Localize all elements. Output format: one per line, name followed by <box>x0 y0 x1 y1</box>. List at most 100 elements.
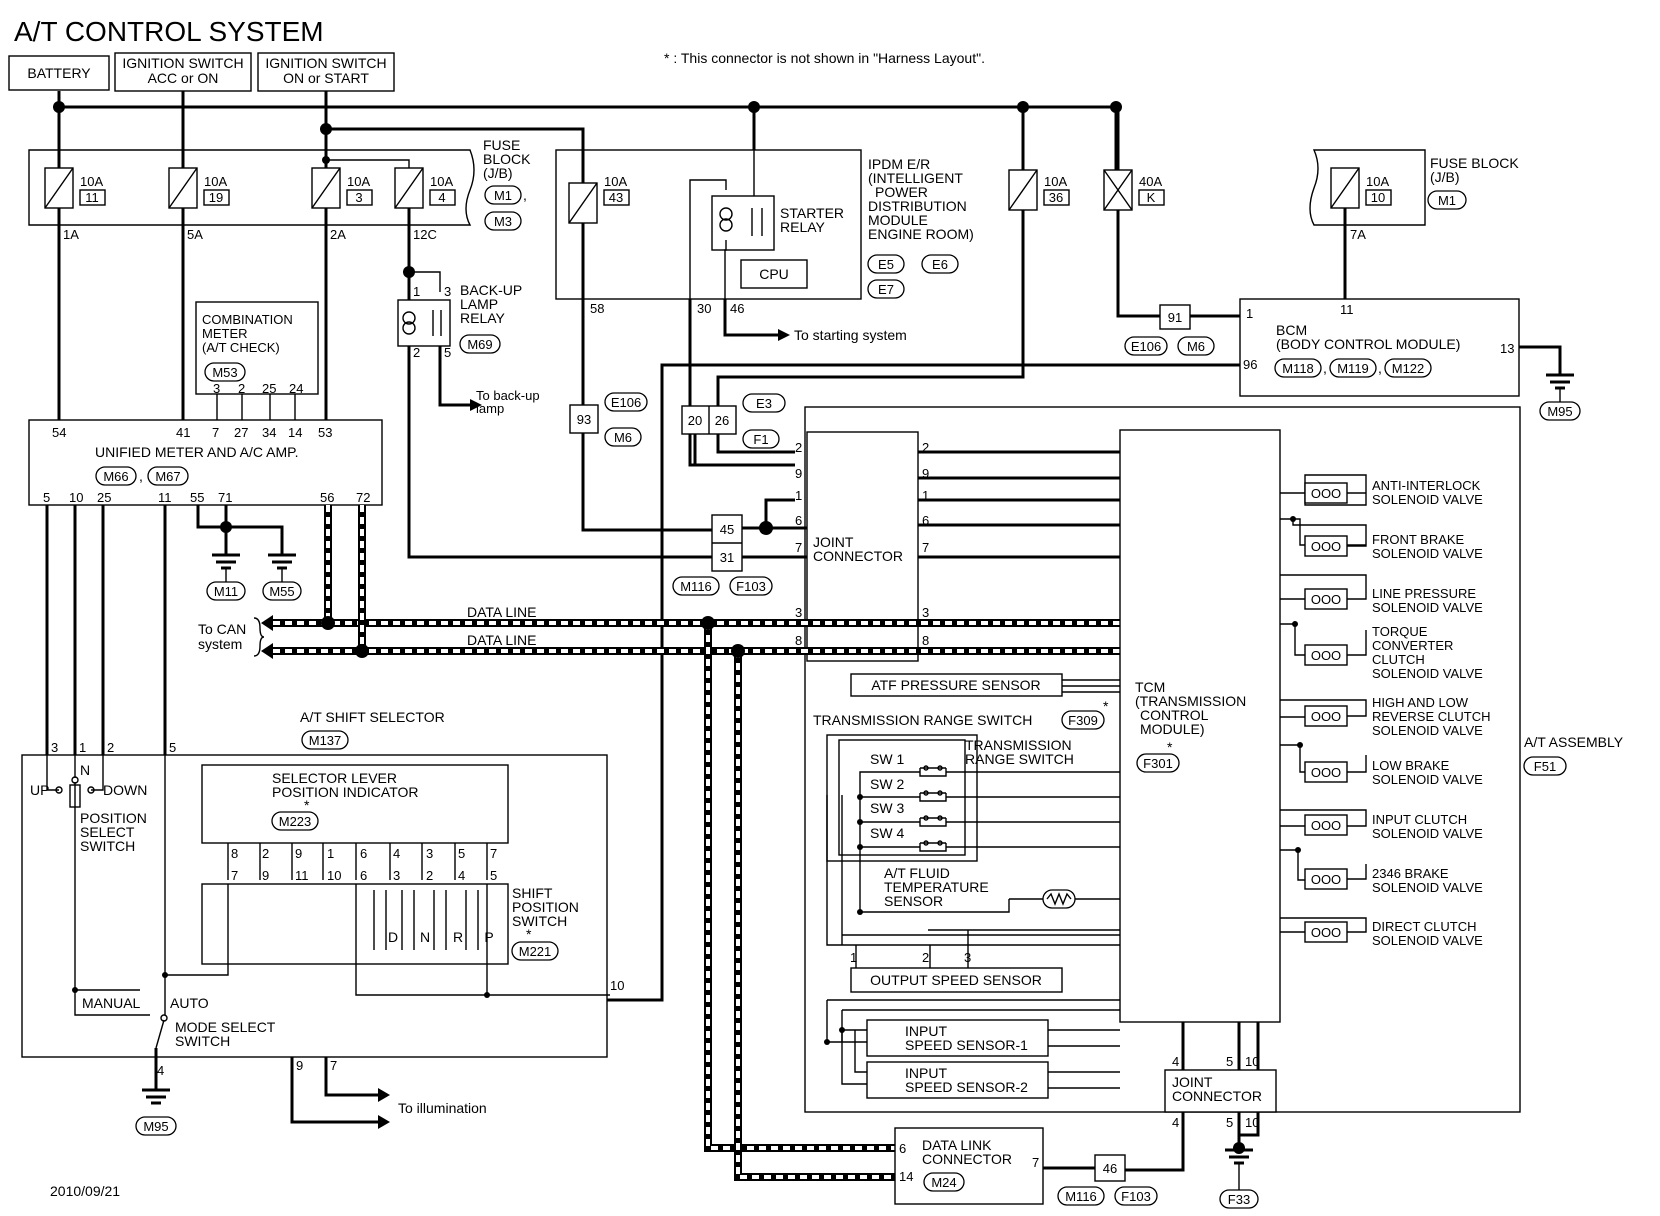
svg-text:10: 10 <box>1371 190 1385 205</box>
fuse-40a-k: 40A K <box>1103 169 1165 211</box>
svg-text:1: 1 <box>413 284 420 299</box>
svg-text:SELECTOR LEVER: SELECTOR LEVER <box>272 770 397 786</box>
svg-text:10: 10 <box>69 490 83 505</box>
svg-text:19: 19 <box>209 190 223 205</box>
svg-text:14: 14 <box>899 1169 913 1184</box>
svg-text:4: 4 <box>438 190 445 205</box>
svg-text:OOO: OOO <box>1311 648 1341 663</box>
svg-text:1: 1 <box>1246 306 1253 321</box>
svg-text:*: * <box>1167 739 1173 755</box>
svg-text:SW 4: SW 4 <box>870 825 904 841</box>
svg-text:54: 54 <box>52 425 66 440</box>
svg-text:4: 4 <box>157 1063 164 1078</box>
svg-text:UP: UP <box>30 782 49 798</box>
svg-text:DIRECT CLUTCH: DIRECT CLUTCH <box>1372 919 1477 934</box>
svg-text:9: 9 <box>922 466 929 481</box>
svg-text:M95: M95 <box>1547 404 1572 419</box>
svg-text:E5: E5 <box>878 257 894 272</box>
svg-text:(A/T CHECK): (A/T CHECK) <box>202 340 280 355</box>
svg-text:11: 11 <box>1340 302 1354 317</box>
svg-text:26: 26 <box>715 413 729 428</box>
svg-text:(BODY CONTROL MODULE): (BODY CONTROL MODULE) <box>1276 336 1460 352</box>
svg-text:N: N <box>80 762 90 778</box>
svg-text:FRONT BRAKE: FRONT BRAKE <box>1372 532 1465 547</box>
svg-text:8: 8 <box>922 633 929 648</box>
svg-text:4: 4 <box>393 846 400 861</box>
trs-label: TRANSMISSION RANGE SWITCH <box>813 712 1032 728</box>
fuse-19: 10A 19 5A <box>168 167 230 242</box>
svg-text:P: P <box>484 929 493 945</box>
trs-conn: F309 <box>1068 713 1098 728</box>
svg-text:1: 1 <box>922 488 929 503</box>
fuse-11: 10A 11 1A <box>44 167 106 242</box>
svg-text:(INTELLIGENT: (INTELLIGENT <box>868 170 963 186</box>
svg-text:HIGH AND LOW: HIGH AND LOW <box>1372 695 1469 710</box>
ipdm-connectors: E5 E6 E7 <box>867 254 959 299</box>
svg-text:SOLENOID VALVE: SOLENOID VALVE <box>1372 546 1483 561</box>
atf-pressure-sensor: ATF PRESSURE SENSOR <box>850 673 1063 697</box>
svg-text:7: 7 <box>490 846 497 861</box>
svg-text:6: 6 <box>360 868 367 883</box>
svg-text:ATF PRESSURE SENSOR: ATF PRESSURE SENSOR <box>871 677 1040 693</box>
svg-text:*: * <box>1103 698 1109 714</box>
svg-text:4: 4 <box>1172 1054 1179 1069</box>
backup-relay-conn: M69 <box>467 337 492 352</box>
fuse-block-label-3: (J/B) <box>483 165 513 181</box>
svg-text:JOINT: JOINT <box>1172 1074 1213 1090</box>
svg-text:SOLENOID VALVE: SOLENOID VALVE <box>1372 772 1483 787</box>
svg-text:SOLENOID VALVE: SOLENOID VALVE <box>1372 600 1483 615</box>
svg-text:DATA LINK: DATA LINK <box>922 1137 992 1153</box>
svg-text:M1: M1 <box>1438 193 1456 208</box>
svg-text:SPEED SENSOR-1: SPEED SENSOR-1 <box>905 1037 1028 1053</box>
svg-text:OOO: OOO <box>1311 818 1341 833</box>
bcm-module: 1 11 96 13 BCM (BODY CONTROL MODULE) M11… <box>1239 298 1520 397</box>
shift-position-switch: D N R P SHIFT POSITION SWITCH * M221 <box>201 883 579 965</box>
to-illumination: To illumination <box>398 1100 487 1116</box>
svg-text:LOW BRAKE: LOW BRAKE <box>1372 758 1450 773</box>
svg-text:K: K <box>1147 190 1156 205</box>
svg-text:25: 25 <box>97 490 111 505</box>
svg-text:METER: METER <box>202 326 248 341</box>
svg-text:40A: 40A <box>1139 174 1162 189</box>
svg-text:SHIFT: SHIFT <box>512 885 553 901</box>
svg-text:SW 3: SW 3 <box>870 800 904 816</box>
can-data-line-low: DATA LINE <box>273 632 1120 655</box>
svg-text:OOO: OOO <box>1311 592 1341 607</box>
svg-text:3: 3 <box>444 284 451 299</box>
solenoid-direct-clutch: OOO DIRECT CLUTCH SOLENOID VALVE <box>1280 919 1483 948</box>
svg-text:9: 9 <box>795 466 802 481</box>
fuse-block-jb: FUSE BLOCK (J/B) M1 , M3 <box>28 137 531 231</box>
date-stamp: 2010/09/21 <box>50 1183 120 1199</box>
svg-text:SOLENOID VALVE: SOLENOID VALVE <box>1372 723 1483 738</box>
fuse-block-label-2: BLOCK <box>483 151 531 167</box>
svg-text:6: 6 <box>360 846 367 861</box>
svg-text:UNIFIED METER AND A/C AMP.: UNIFIED METER AND A/C AMP. <box>95 444 299 460</box>
svg-text:OOO: OOO <box>1311 765 1341 780</box>
svg-text:SWITCH: SWITCH <box>512 913 567 929</box>
svg-text:INPUT: INPUT <box>905 1065 947 1081</box>
svg-text:(J/B): (J/B) <box>1430 169 1460 185</box>
svg-text:,: , <box>523 187 527 203</box>
svg-text:SENSOR: SENSOR <box>884 893 943 909</box>
svg-text:91: 91 <box>1168 310 1182 325</box>
svg-text:F103: F103 <box>736 579 766 594</box>
ignition-acc-source: IGNITION SWITCH ACC or ON <box>114 52 252 92</box>
svg-text:53: 53 <box>318 425 332 440</box>
svg-text:34: 34 <box>262 425 276 440</box>
inline-connector-46: 46 M116 F103 <box>1057 1154 1158 1206</box>
input-speed-sensor-2: INPUT SPEED SENSOR-2 <box>866 1061 1049 1099</box>
inline-connector-20-26: 20 26 E3 F1 <box>681 393 786 449</box>
combination-meter: COMBINATION METER (A/T CHECK) M53 3 2 25… <box>195 301 319 396</box>
svg-text:CONVERTER: CONVERTER <box>1372 638 1453 653</box>
to-backup-lamp-2: lamp <box>476 401 504 416</box>
svg-text:TRANSMISSION: TRANSMISSION <box>965 737 1072 753</box>
transmission-range-switch: TRANSMISSION RANGE SWITCH SW 1 SW 2 SW 3… <box>826 734 1074 862</box>
svg-text:25: 25 <box>262 381 276 396</box>
shift-selector-label: A/T SHIFT SELECTOR <box>300 709 445 725</box>
svg-text:RELAY: RELAY <box>780 219 826 235</box>
svg-text:20: 20 <box>688 413 702 428</box>
svg-text:M24: M24 <box>931 1175 956 1190</box>
svg-text:A/T ASSEMBLY: A/T ASSEMBLY <box>1524 734 1624 750</box>
svg-text:6: 6 <box>899 1141 906 1156</box>
svg-text:POSITION INDICATOR: POSITION INDICATOR <box>272 784 419 800</box>
